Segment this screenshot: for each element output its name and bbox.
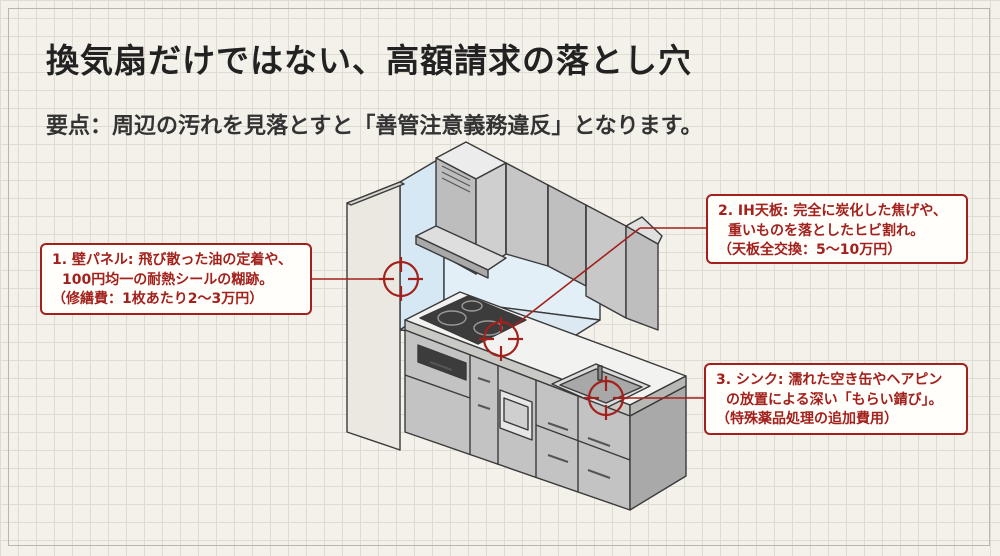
callout-wall-panel: 1. 壁パネル: 飛び散った油の定着や、 100円均一の耐熱シールの糊跡。 （修… xyxy=(40,243,312,315)
kitchen-drawing xyxy=(346,141,687,511)
callout-line: （天板全交換：5〜10万円） xyxy=(718,242,902,259)
callout-line: 3. シンク: 濡れた空き缶やヘアピン xyxy=(716,372,943,388)
target-marker-ih-cooktop xyxy=(479,317,523,361)
target-marker-sink xyxy=(584,376,628,420)
page-subtitle: 要点：周辺の汚れを見落とすと「善管注意義務違反」となります。 xyxy=(46,114,703,139)
callout-line: （修繕費：1枚あたり2〜3万円） xyxy=(52,291,264,308)
callout-line: 2. IH天板: 完全に炭化した焦げや、 xyxy=(718,203,947,219)
page-title: 換気扇だけではない、高額請求の落とし穴 xyxy=(46,41,692,80)
callout-line: の放置による深い「もらい錆び」。 xyxy=(726,391,943,408)
callout-line: 100円均一の耐熱シールの糊跡。 xyxy=(62,271,274,288)
leader-lines xyxy=(312,227,706,399)
callout-ih-cooktop: 2. IH天板: 完全に炭化した焦げや、 重いものを落としたヒビ割れ。 （天板全… xyxy=(706,194,968,264)
page-frame xyxy=(8,8,990,546)
callout-line: （特殊薬品処理の追加費用） xyxy=(716,411,898,428)
callout-sink: 3. シンク: 濡れた空き缶やヘアピン の放置による深い「もらい錆び」。 （特殊… xyxy=(704,363,968,435)
callout-line: 重いものを落としたヒビ割れ。 xyxy=(728,222,925,239)
callout-line: 1. 壁パネル: 飛び散った油の定着や、 xyxy=(52,252,292,268)
target-marker-wall-panel xyxy=(379,257,423,301)
